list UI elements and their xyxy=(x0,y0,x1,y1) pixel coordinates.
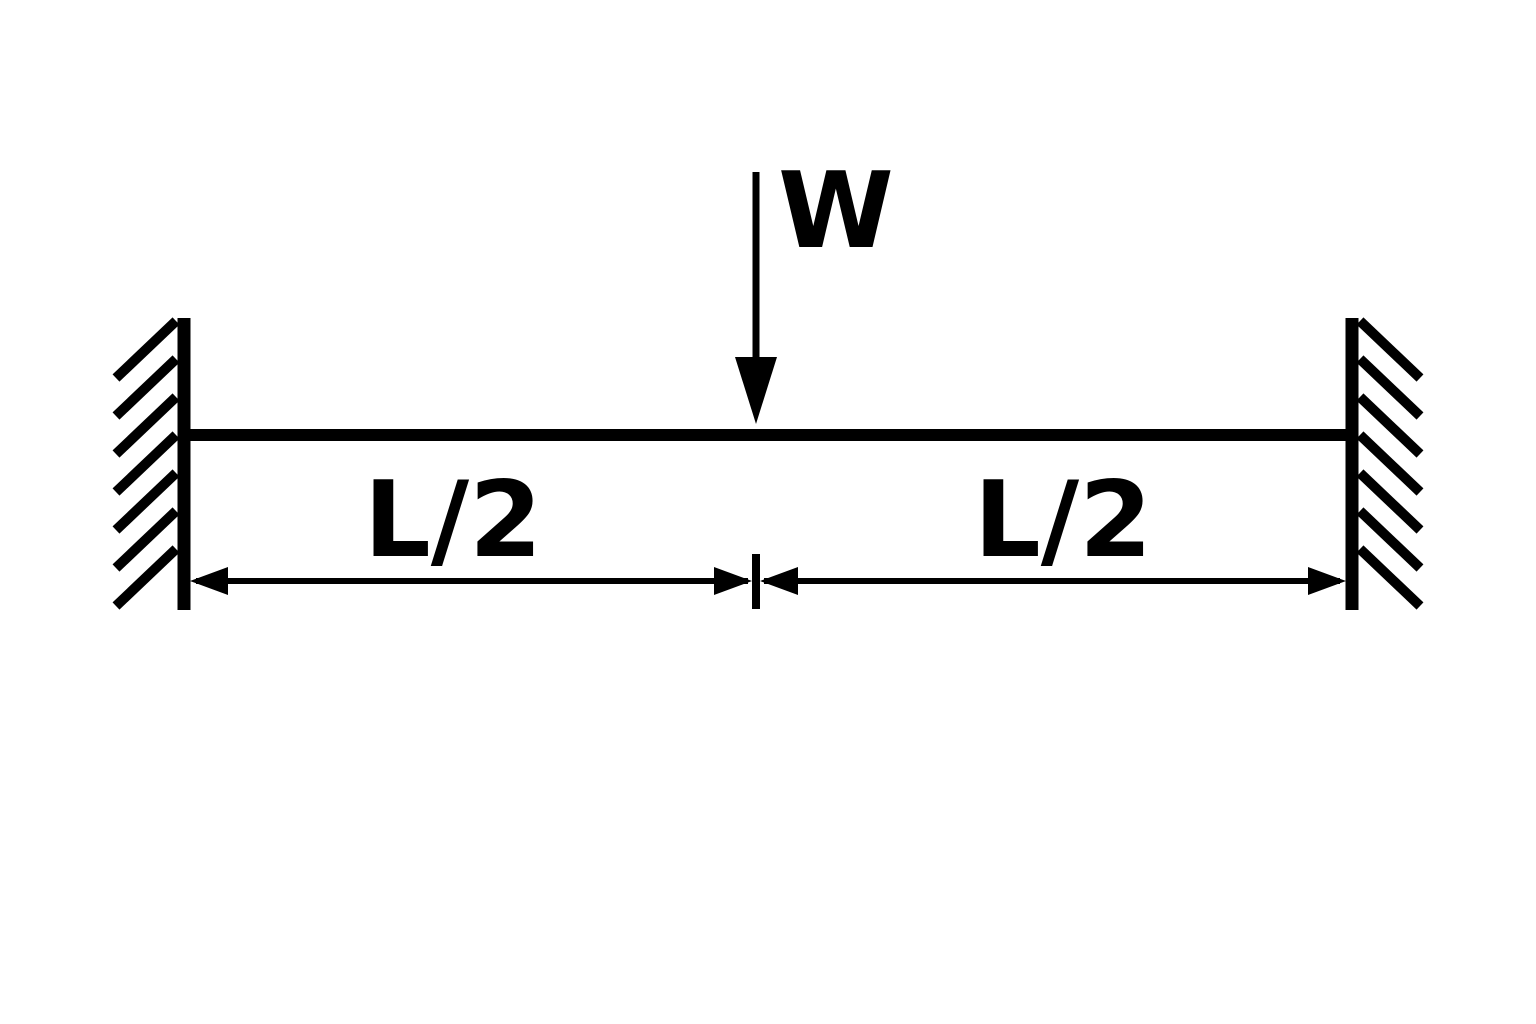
hatch-line xyxy=(112,469,180,534)
hatch-line xyxy=(112,355,180,420)
right-wall-hatching xyxy=(1356,317,1424,610)
dimension-arrowhead-left-icon xyxy=(760,567,798,595)
hatch-line xyxy=(1356,469,1424,534)
load-arrow: W xyxy=(735,150,894,424)
hatch-line xyxy=(1356,317,1424,382)
right-fixed-support xyxy=(1345,317,1424,610)
hatch-line xyxy=(1356,507,1424,572)
dimension-left-span: L/2 xyxy=(190,459,752,595)
left-wall-hatching xyxy=(112,317,180,610)
dimension-arrowhead-right-icon xyxy=(714,567,752,595)
hatch-line xyxy=(112,545,180,610)
right-span-label: L/2 xyxy=(974,459,1152,581)
left-fixed-support xyxy=(112,317,191,610)
hatch-line xyxy=(112,507,180,572)
hatch-line xyxy=(112,431,180,496)
hatch-line xyxy=(1356,355,1424,420)
dimension-arrowhead-left-icon xyxy=(190,567,228,595)
hatch-line xyxy=(1356,431,1424,496)
hatch-line xyxy=(112,393,180,458)
hatch-line xyxy=(1356,545,1424,610)
hatch-line xyxy=(1356,393,1424,458)
load-label: W xyxy=(778,150,894,272)
dimension-arrowhead-right-icon xyxy=(1308,567,1346,595)
left-span-label: L/2 xyxy=(364,459,542,581)
hatch-line xyxy=(112,317,180,382)
load-arrowhead-icon xyxy=(735,357,777,424)
dimension-right-span: L/2 xyxy=(760,459,1346,595)
